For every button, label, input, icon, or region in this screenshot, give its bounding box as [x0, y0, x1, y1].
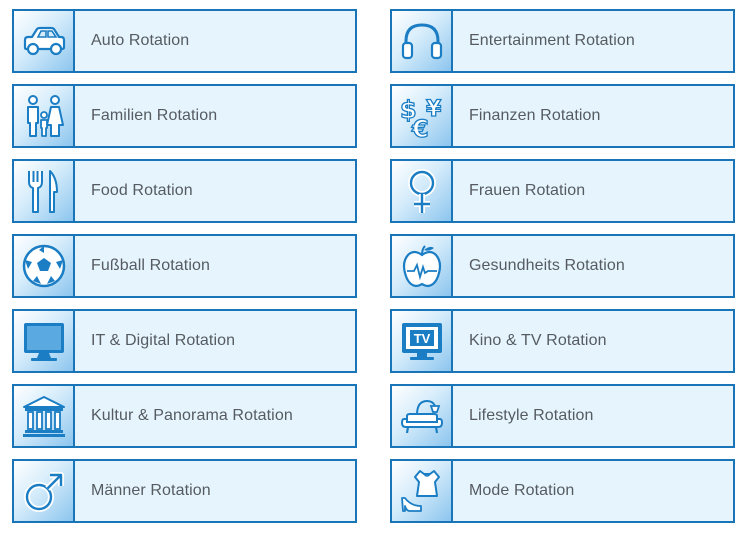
tile-label: Mode Rotation [469, 482, 575, 499]
tile-label: Fußball Rotation [91, 257, 210, 274]
tile-finanzen-rotation[interactable]: $ € ¥ Finanzen Rotation [390, 84, 735, 148]
female-symbol-icon [407, 169, 436, 213]
tile-frauen-rotation[interactable]: Frauen Rotation [390, 159, 735, 223]
tile-familien-rotation[interactable]: Familien Rotation [12, 84, 357, 148]
football-icon [22, 244, 65, 288]
tile-label: Auto Rotation [91, 32, 190, 49]
monitor-icon [23, 323, 64, 361]
apple-heartbeat-icon [402, 245, 441, 288]
tile-kultur-panorama-rotation[interactable]: Kultur & Panorama Rotation [12, 384, 357, 448]
dress-heel-icon [400, 470, 440, 512]
tile-label: Entertainment Rotation [469, 32, 635, 49]
tile-label: Männer Rotation [91, 482, 211, 499]
svg-text:€: € [411, 115, 429, 141]
rotation-grid: Auto Rotation Entertainment Rotation Fam… [12, 9, 735, 523]
tile-label: Kino & TV Rotation [469, 332, 607, 349]
currency-icon: $ € ¥ [399, 95, 442, 141]
tile-mode-rotation[interactable]: Mode Rotation [390, 459, 735, 523]
tile-label: Finanzen Rotation [469, 107, 601, 124]
svg-text:¥: ¥ [426, 97, 442, 122]
tile-label: Lifestyle Rotation [469, 407, 594, 424]
male-symbol-icon [23, 472, 64, 512]
tile-maenner-rotation[interactable]: Männer Rotation [12, 459, 357, 523]
tile-label: Food Rotation [91, 182, 193, 199]
tile-entertainment-rotation[interactable]: Entertainment Rotation [390, 9, 735, 73]
tile-label: Kultur & Panorama Rotation [91, 407, 293, 424]
tile-label: Frauen Rotation [469, 182, 586, 199]
tile-label: IT & Digital Rotation [91, 332, 236, 349]
car-icon [23, 26, 65, 56]
tile-gesundheits-rotation[interactable]: Gesundheits Rotation [390, 234, 735, 298]
family-icon [26, 95, 64, 137]
tv-icon: TV [401, 323, 442, 360]
tile-it-digital-rotation[interactable]: IT & Digital Rotation [12, 309, 357, 373]
svg-text:$: $ [400, 96, 417, 124]
tile-lifestyle-rotation[interactable]: Lifestyle Rotation [390, 384, 735, 448]
tile-label: Gesundheits Rotation [469, 257, 625, 274]
tile-food-rotation[interactable]: Food Rotation [12, 159, 357, 223]
tv-text: TV [413, 331, 430, 346]
lounge-lamp-icon [400, 399, 443, 434]
tile-kino-tv-rotation[interactable]: TV Kino & TV Rotation [390, 309, 735, 373]
fork-knife-icon [27, 170, 58, 213]
headphones-icon [401, 23, 442, 60]
museum-icon [22, 396, 65, 437]
tile-fussball-rotation[interactable]: Fußball Rotation [12, 234, 357, 298]
tile-label: Familien Rotation [91, 107, 218, 124]
tile-auto-rotation[interactable]: Auto Rotation [12, 9, 357, 73]
